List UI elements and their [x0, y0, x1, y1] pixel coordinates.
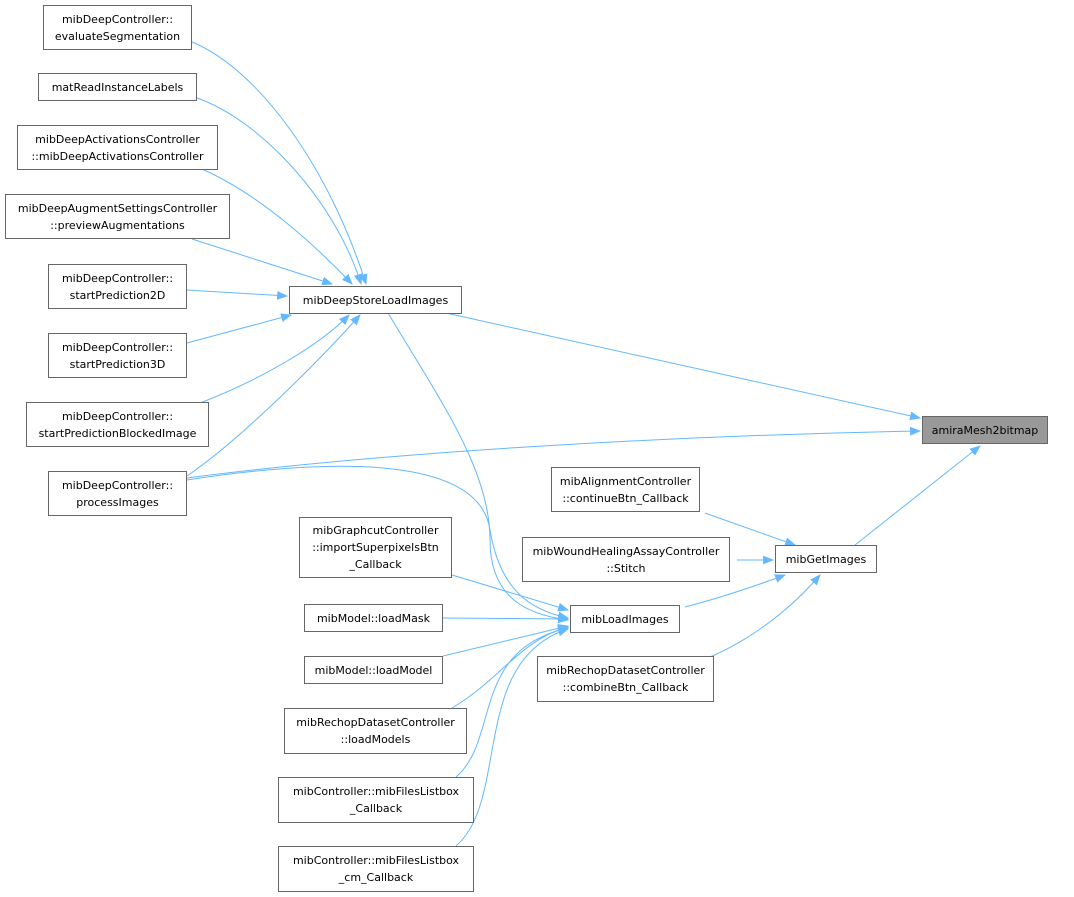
edge-combine-to-getimages [709, 574, 821, 658]
node-mat-read-instance-labels[interactable]: matReadInstanceLabels [38, 73, 197, 101]
node-process-images[interactable]: mibDeepController::processImages [48, 471, 187, 516]
edge-evaluateSegmentation-to-deepstore [191, 41, 368, 286]
node-label: mibDeepController:: [61, 409, 174, 423]
edge-superpixels-to-loadimages [451, 574, 570, 612]
edge-3d-to-deepstore [186, 313, 293, 344]
node-label: mibDeepActivationsController [35, 132, 200, 146]
node-stitch[interactable]: mibWoundHealingAssayController::Stitch [522, 537, 730, 582]
node-label: ::Stitch [606, 561, 646, 575]
edge-continue-to-getimages [704, 512, 797, 546]
edge-process-to-amira [186, 426, 922, 479]
node-amiramesh2bitmap-target[interactable]: amiraMesh2bitmap [922, 416, 1048, 444]
node-label: mibDeepController:: [61, 478, 174, 492]
node-combine-btn-callback[interactable]: mibRechopDatasetController::combineBtn_C… [537, 656, 714, 702]
node-label: mibDeepController:: [61, 12, 174, 26]
node-start-prediction-blocked-image[interactable]: mibDeepController::startPredictionBlocke… [26, 402, 209, 447]
node-load-models[interactable]: mibRechopDatasetController::loadModels [284, 708, 467, 754]
edge-loadimages-to-getimages [684, 574, 787, 608]
node-files-listbox-cm-callback[interactable]: mibController::mibFilesListbox_cm_Callba… [278, 846, 474, 892]
edge-augment-to-deepstore [191, 238, 334, 286]
node-label: startPrediction3D [69, 357, 166, 371]
node-start-prediction-3d[interactable]: mibDeepController::startPrediction3D [48, 333, 187, 378]
node-label: mibRechopDatasetController [546, 664, 705, 677]
node-label: mibDeepStoreLoadImages [302, 293, 449, 307]
node-label: evaluateSegmentation [54, 29, 181, 43]
node-evaluate-segmentation[interactable]: mibDeepController::evaluateSegmentation [43, 5, 192, 50]
node-load-model[interactable]: mibModel::loadModel [304, 656, 443, 684]
edge-deepstore-to-loadimages [387, 312, 570, 624]
edge-2d-to-deepstore [186, 289, 289, 300]
node-label: mibModel::loadMask [316, 611, 431, 625]
edge-fileslistbox-to-loadimages [455, 625, 570, 778]
node-label: startPrediction2D [69, 288, 166, 302]
node-label: mibWoundHealingAssayController [532, 544, 720, 558]
node-label: ::loadModels [340, 733, 411, 746]
node-start-prediction-2d[interactable]: mibDeepController::startPrediction2D [48, 264, 187, 309]
edge-deepstore-to-amira [445, 312, 922, 421]
node-label: amiraMesh2bitmap [931, 423, 1039, 437]
node-label: ::previewAugmentations [50, 218, 185, 232]
node-label: ::continueBtn_Callback [562, 491, 689, 505]
node-label: _cm_Callback [338, 871, 414, 884]
edge-process-to-deepstore [186, 314, 361, 477]
node-label: mibController::mibFilesListbox [292, 854, 460, 867]
node-label: mibController::mibFilesListbox [292, 785, 460, 798]
node-label: startPredictionBlockedImage [38, 426, 197, 440]
node-label: mibDeepController:: [61, 340, 174, 354]
edge-getimages-to-amira [854, 445, 981, 546]
node-mib-get-images[interactable]: mibGetImages [775, 545, 877, 573]
node-deep-store-load-images[interactable]: mibDeepStoreLoadImages [289, 286, 462, 314]
edge-loadmask-to-loadimages [442, 614, 570, 624]
edge-process-to-loadimages [186, 465, 570, 621]
node-continue-btn-callback[interactable]: mibAlignmentController::continueBtn_Call… [551, 467, 700, 512]
node-label: ::combineBtn_Callback [562, 681, 689, 694]
node-preview-augmentations[interactable]: mibDeepAugmentSettingsController::previe… [5, 194, 230, 239]
node-label: mibRechopDatasetController [296, 716, 455, 729]
node-label: mibAlignmentController [559, 474, 692, 488]
edge-blocked-to-deepstore [199, 314, 350, 404]
node-label: _Callback [349, 802, 403, 815]
edge-activations-to-deepstore [203, 169, 353, 285]
edge-loadmodel-to-loadimages [442, 624, 570, 657]
node-deep-activations-controller[interactable]: mibDeepActivationsController::mibDeepAct… [17, 125, 218, 170]
node-label: ::mibDeepActivationsController [31, 149, 204, 163]
node-label: processImages [76, 495, 159, 509]
node-label: mibModel::loadModel [314, 663, 433, 677]
node-label: ::importSuperpixelsBtn [312, 541, 439, 554]
node-label: mibDeepAugmentSettingsController [17, 201, 218, 215]
edge-matread-to-deepstore [196, 97, 363, 286]
node-mib-load-images[interactable]: mibLoadImages [570, 605, 680, 633]
edge-fileslistbox-cm-to-loadimages [455, 627, 570, 847]
node-label: mibGetImages [785, 552, 867, 566]
node-label: _Callback [349, 558, 402, 571]
node-load-mask[interactable]: mibModel::loadMask [304, 604, 443, 632]
node-files-listbox-callback[interactable]: mibController::mibFilesListbox_Callback [278, 777, 474, 823]
node-label: mibLoadImages [581, 612, 669, 626]
node-label: matReadInstanceLabels [51, 80, 184, 94]
node-label: mibDeepController:: [61, 271, 174, 285]
node-label: mibGraphcutController [312, 524, 439, 537]
node-import-superpixels-btn-callback[interactable]: mibGraphcutController::importSuperpixels… [299, 517, 452, 578]
